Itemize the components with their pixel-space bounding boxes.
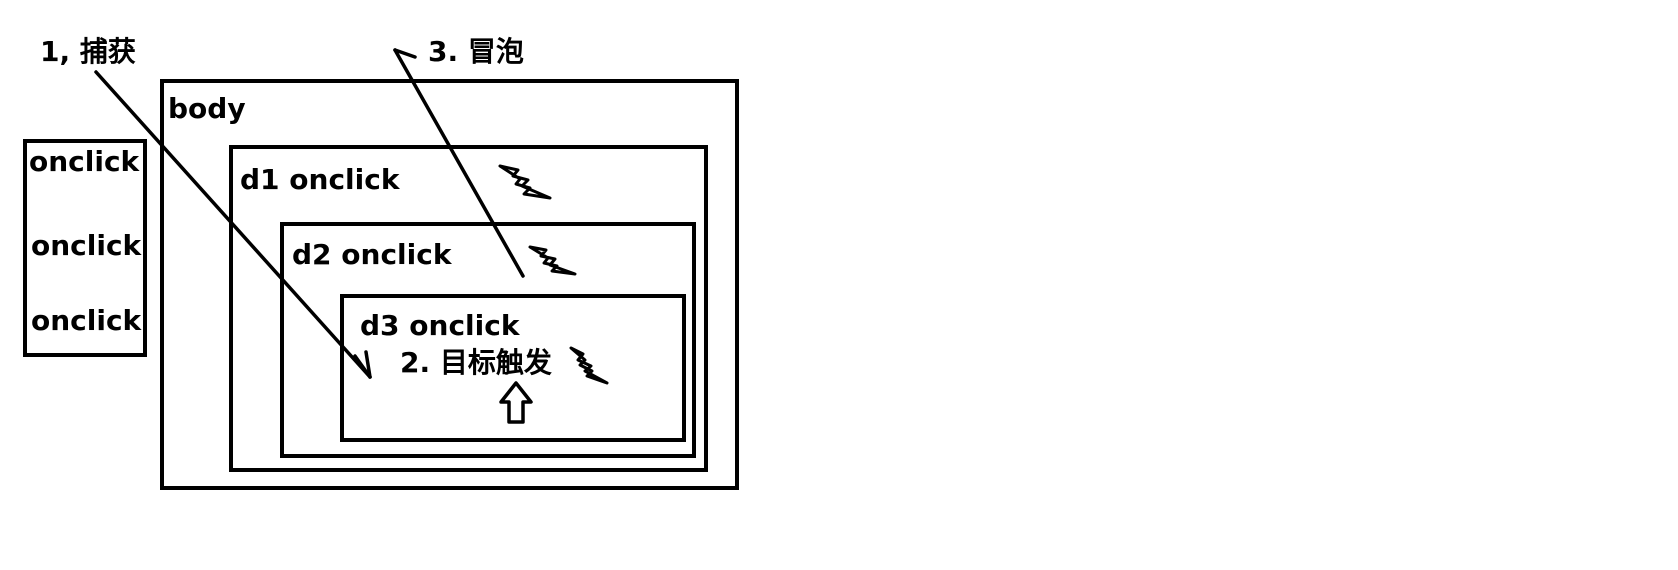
bubble-phase-label: 3. 冒泡 (428, 35, 524, 68)
d2-box-label: d2 onclick (292, 238, 452, 271)
capture-phase-label: 1, 捕获 (40, 35, 136, 68)
side-handler-label-1: onclick (29, 145, 140, 178)
d1-box-label: d1 onclick (240, 163, 400, 196)
body-box-label: body (168, 92, 246, 125)
side-handler-label-3: onclick (31, 304, 142, 337)
target-phase-label: 2. 目标触发 (400, 346, 552, 379)
d3-box-label: d3 onclick (360, 309, 520, 342)
side-handler-label-2: onclick (31, 229, 142, 262)
